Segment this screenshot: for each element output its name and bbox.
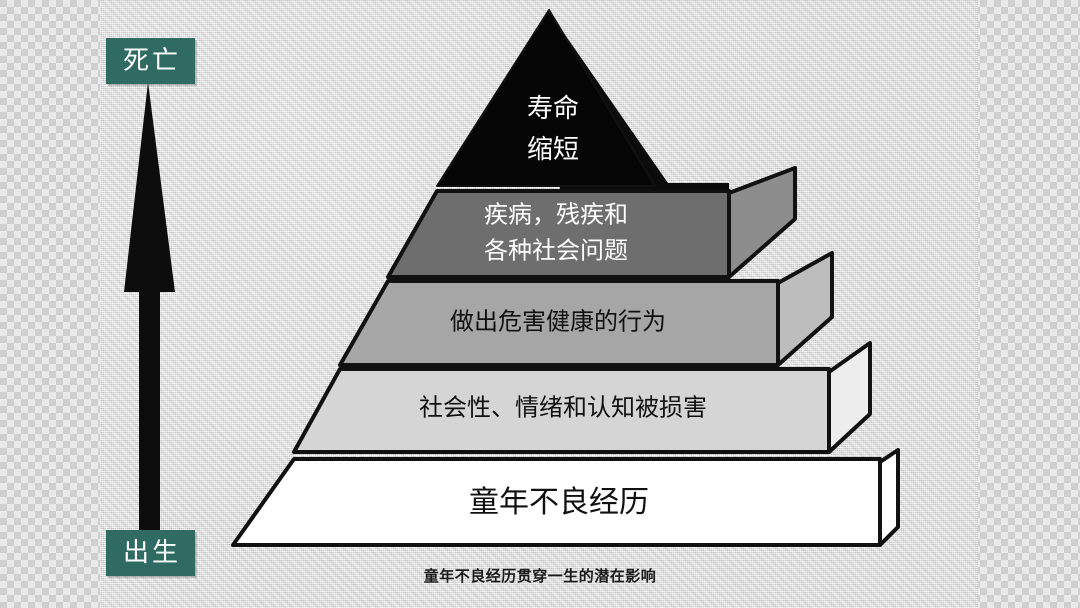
axis-label-death: 死亡 — [106, 38, 196, 84]
pyramid-level-4[interactable]: 社会性、情绪和认知被损害 — [292, 341, 872, 454]
level-4-label: 社会性、情绪和认知被损害 — [419, 394, 707, 421]
level-5-side-face — [878, 448, 900, 547]
level-2-front-face — [386, 189, 731, 279]
level-3-label: 做出危害健康的行为 — [450, 308, 666, 335]
level-3-side-face — [776, 251, 834, 367]
pyramid-level-2[interactable]: 疾病，残疾和 各种社会问题 — [386, 166, 797, 279]
level-1-front-face — [436, 9, 656, 187]
figure-caption: 童年不良经历贯穿一生的潜在影响 — [423, 568, 657, 585]
pyramid-level-1[interactable]: 寿命 缩短 — [436, 9, 729, 190]
level-5-front-face — [231, 457, 882, 547]
level-2-label-line-2: 各种社会问题 — [484, 237, 628, 264]
level-1-label-line-2: 缩短 — [527, 134, 579, 164]
level-3-front-face — [338, 279, 780, 367]
level-4-front-face — [292, 367, 831, 454]
level-4-side-face — [827, 341, 872, 454]
upward-arrow — [124, 82, 175, 540]
level-1-label-line-1: 寿命 — [527, 93, 579, 123]
pyramid-level-3[interactable]: 做出危害健康的行为 — [338, 251, 834, 367]
level-2-side-face — [727, 166, 797, 279]
axis-label-birth: 出生 — [106, 530, 196, 576]
level-5-label: 童年不良经历 — [469, 486, 649, 519]
level-2-label-line-1: 疾病，残疾和 — [484, 201, 628, 228]
pyramid-level-5[interactable]: 童年不良经历 — [231, 448, 900, 547]
